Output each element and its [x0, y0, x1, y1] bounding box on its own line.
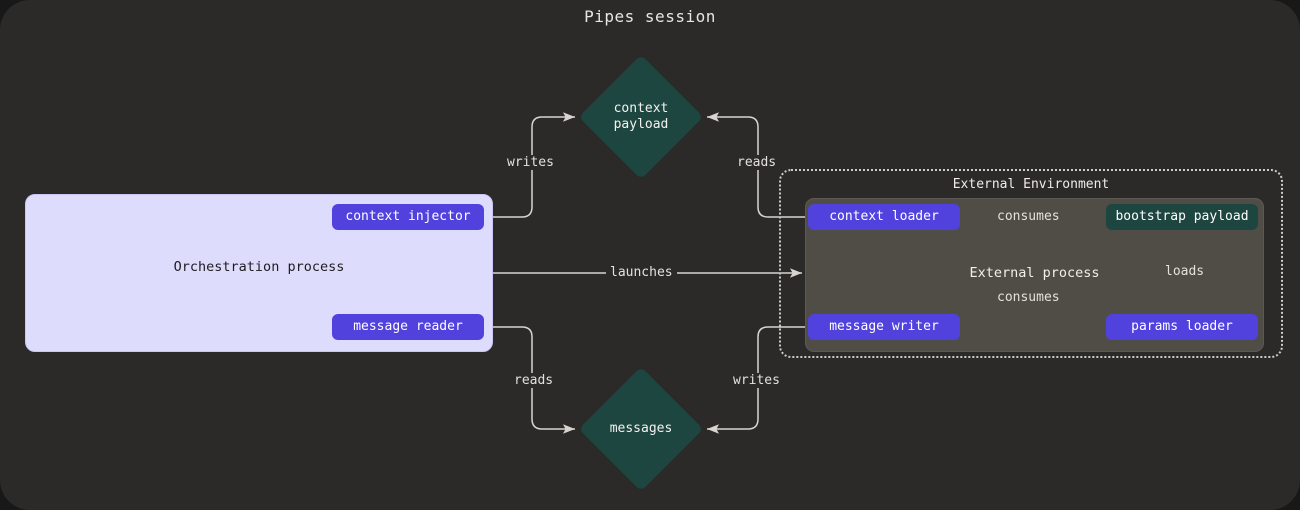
context-payload-label-line2: payload	[613, 117, 669, 132]
orchestration-process-label: Orchestration process	[173, 259, 345, 275]
node-bootstrap-payload[interactable]: bootstrap payload	[1106, 204, 1258, 230]
node-message-reader[interactable]: message reader	[332, 314, 484, 340]
messages-label: messages	[561, 421, 721, 437]
page-title: Pipes session	[584, 7, 716, 26]
node-params-loader[interactable]: params loader	[1106, 314, 1258, 340]
edge-label-reads-messages: reads	[510, 373, 558, 388]
node-context-loader[interactable]: context loader	[808, 204, 960, 230]
edge-label-consumes-context: consumes	[993, 209, 1064, 224]
external-environment-box: External Environment	[779, 169, 1283, 358]
context-payload-label: context payload	[561, 101, 721, 133]
edge-label-loads: loads	[1161, 264, 1209, 279]
edge-label-consumes-message: consumes	[993, 290, 1064, 305]
edge-label-writes-messages: writes	[729, 373, 784, 388]
node-context-injector[interactable]: context injector	[332, 204, 484, 230]
external-process-label: External process	[969, 265, 1100, 281]
node-message-writer[interactable]: message writer	[808, 314, 960, 340]
edge-label-reads-context: reads	[733, 155, 781, 170]
edge-label-writes-context: writes	[503, 155, 558, 170]
external-environment-label: External Environment	[952, 177, 1110, 192]
context-payload-label-line1: context	[613, 101, 669, 116]
edge-label-launches: launches	[606, 265, 677, 280]
messages-label-line1: messages	[609, 421, 673, 436]
